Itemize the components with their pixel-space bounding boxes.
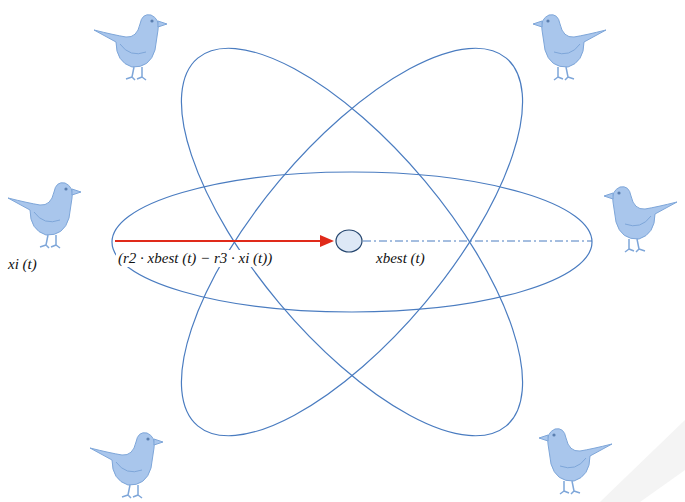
dash-dot-line bbox=[363, 241, 592, 242]
arrowhead bbox=[320, 235, 334, 247]
math-label: xi (t) bbox=[6, 256, 39, 273]
math-label: xbest (t) bbox=[374, 250, 427, 267]
math-label: (r2 · xbest (t) − r3 · xi (t)) bbox=[116, 250, 274, 267]
bird bbox=[533, 15, 606, 80]
bird bbox=[539, 429, 612, 494]
bird bbox=[90, 433, 163, 498]
move-arrow bbox=[115, 240, 322, 242]
bird bbox=[94, 15, 167, 80]
best-position bbox=[336, 230, 362, 252]
bird bbox=[8, 183, 81, 248]
orbits bbox=[112, 0, 592, 487]
bird bbox=[604, 187, 677, 252]
watermark-band bbox=[600, 420, 685, 502]
